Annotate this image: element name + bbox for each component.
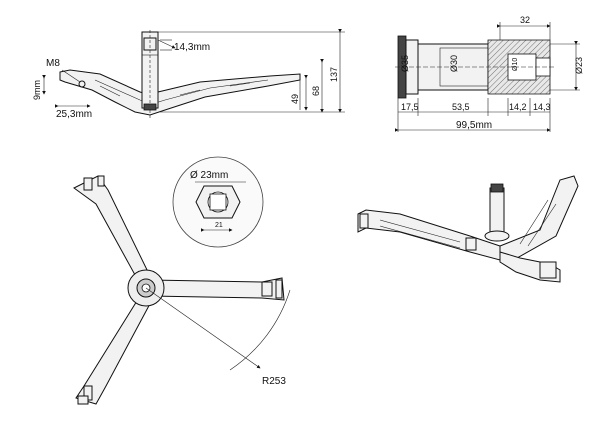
shaft-step-dim: 14,3mm [174, 42, 210, 53]
radius-dim: R253 [262, 376, 286, 387]
total-length-dim: 99,5mm [456, 120, 492, 131]
height-9-dim: 9mm [32, 80, 42, 100]
top-view: R253 [73, 175, 291, 405]
detail-view: 21 Ø 23mm [172, 156, 264, 248]
d35-dim: Ø35 [400, 55, 410, 72]
d10-dim: Ø10 [512, 58, 519, 71]
detail-diameter-dim: Ø 23mm [190, 170, 228, 181]
top-arm-upper [73, 175, 151, 285]
height-49-dim: 49 [290, 94, 300, 104]
side-view: 14,3mm M8 9mm 25,3mm 49 68 137 [32, 29, 345, 120]
height-68-dim: 68 [311, 86, 321, 96]
len-14-2-dim: 14,2 [509, 102, 527, 112]
detail-inner-dim: 21 [215, 222, 223, 229]
len-17-5-dim: 17,5 [401, 102, 419, 112]
radius-arc [229, 289, 291, 371]
len-53-5-dim: 53,5 [452, 102, 470, 112]
side-arm-profile [59, 69, 301, 116]
d30-dim: Ø30 [449, 55, 459, 72]
section-view: Ø35 Ø30 Ø10 Ø23 32 17,5 53,5 14,2 14,3 9… [395, 15, 584, 132]
side-bolt-hole [78, 80, 86, 88]
iso-arm-left [357, 209, 501, 261]
thread-label: M8 [46, 58, 60, 69]
d23-dim: Ø23 [574, 57, 584, 74]
offset-dim: 25,3mm [56, 109, 92, 120]
isometric-view [357, 175, 579, 283]
height-137-dim: 137 [329, 67, 339, 82]
iso-arm-right [499, 175, 579, 263]
len-14-3-dim: 14,3 [533, 102, 551, 112]
iso-shaft [489, 187, 505, 235]
top-32-dim: 32 [520, 15, 530, 25]
